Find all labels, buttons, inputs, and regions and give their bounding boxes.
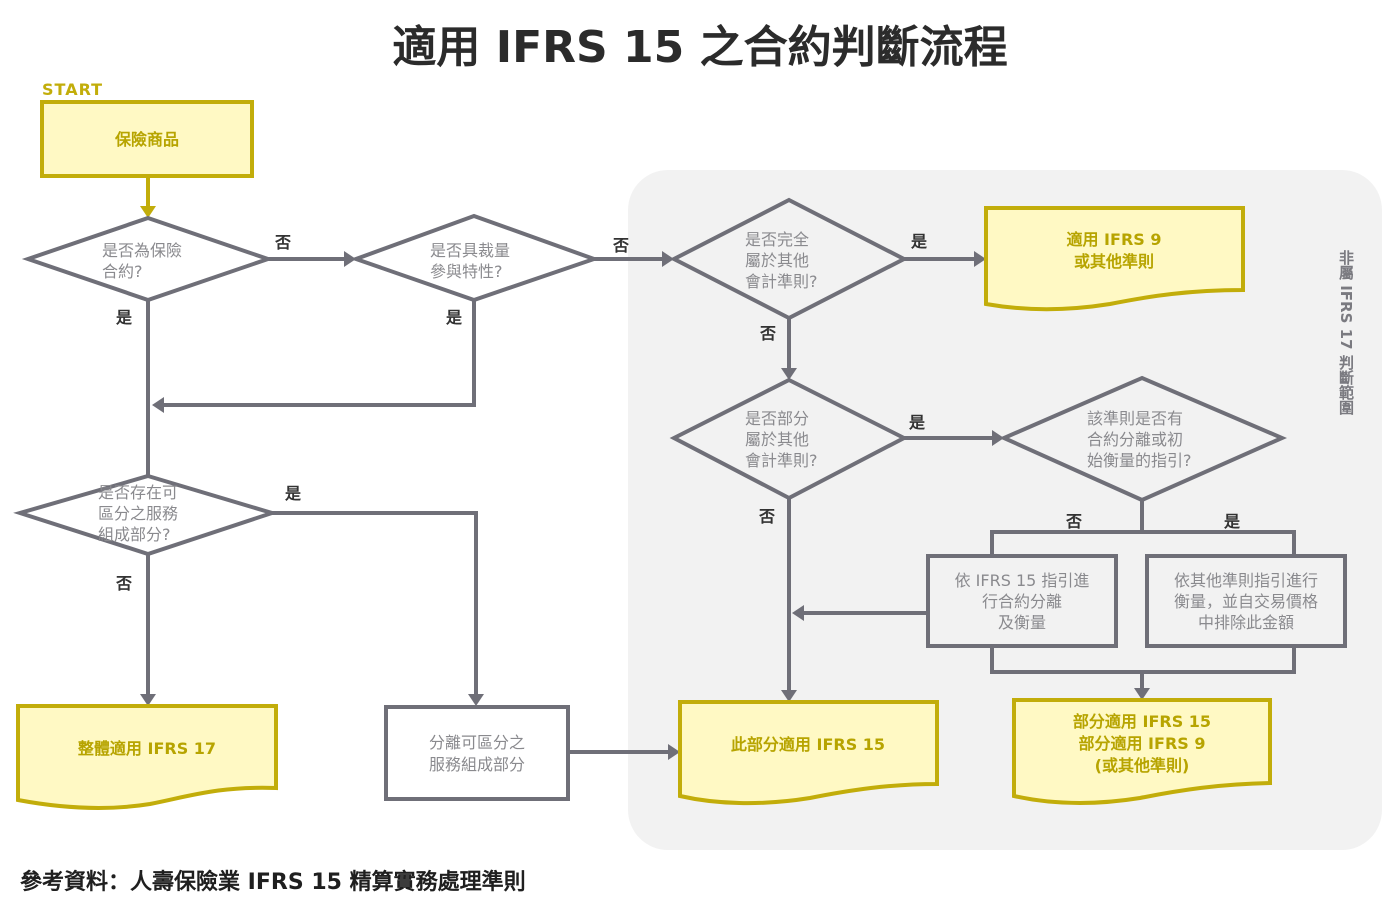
result-mixed bbox=[1012, 698, 1272, 806]
arrow-head bbox=[1134, 688, 1150, 700]
arrow-head bbox=[662, 251, 674, 267]
arrow-head bbox=[781, 690, 797, 702]
result-ifrs9 bbox=[984, 206, 1245, 312]
arrow-head bbox=[344, 251, 356, 267]
decision-discretionary-line: 參與特性? bbox=[430, 262, 503, 281]
decision-discretionary bbox=[350, 213, 601, 303]
arrow-head bbox=[152, 397, 164, 413]
edge-label-insurance-yes: 是 bbox=[115, 308, 132, 327]
decision-guidance bbox=[999, 375, 1288, 503]
result-ifrs9-line: 或其他準則 bbox=[1074, 252, 1154, 271]
decision-fully-other bbox=[669, 197, 909, 321]
decision-guidance-line: 合約分離或初 bbox=[1087, 430, 1183, 449]
decision-discretionary-line: 是否具裁量 bbox=[430, 241, 510, 260]
decision-guidance-line: 始衡量的指引? bbox=[1087, 451, 1192, 470]
decision-distinct-line: 組成部分? bbox=[98, 525, 171, 544]
decision-distinct-line: 區分之服務 bbox=[98, 504, 178, 523]
edge-label-fully-yes: 是 bbox=[910, 232, 927, 251]
non-ifrs17-region bbox=[628, 170, 1382, 850]
start-label: START bbox=[42, 80, 103, 99]
process-ifrs15-line: 依 IFRS 15 指引進 bbox=[955, 571, 1090, 590]
decision-insurance-line: 是否為保險 bbox=[102, 241, 182, 260]
result-part-ifrs15-text: 此部分適用 IFRS 15 bbox=[731, 735, 885, 754]
result-mixed-line: 部分適用 IFRS 15 bbox=[1073, 712, 1211, 731]
arrow-head bbox=[974, 251, 986, 267]
process-other-measure bbox=[1145, 554, 1347, 648]
decision-partly-line: 會計準則? bbox=[745, 451, 818, 470]
result-ifrs17 bbox=[16, 704, 278, 810]
process-ifrs15-line: 行合約分離 bbox=[982, 592, 1062, 611]
decision-fully-line: 會計準則? bbox=[745, 272, 818, 291]
edge-label-insurance-no: 否 bbox=[274, 233, 291, 252]
result-mixed-line: 部分適用 IFRS 9 bbox=[1078, 734, 1205, 753]
process-ifrs15-separation bbox=[926, 554, 1118, 648]
arrow-head bbox=[781, 368, 797, 380]
decision-insurance bbox=[21, 215, 275, 303]
arrow-head bbox=[992, 430, 1004, 446]
decision-guidance-line: 該準則是否有 bbox=[1087, 409, 1183, 428]
result-mixed-line: (或其他準則) bbox=[1095, 756, 1190, 775]
arrow-head bbox=[792, 605, 804, 621]
edge-label-partly-no: 否 bbox=[758, 507, 775, 526]
connector bbox=[164, 300, 476, 407]
result-ifrs17-text: 整體適用 IFRS 17 bbox=[77, 739, 216, 758]
arrow-head bbox=[468, 694, 484, 706]
process-other-line: 依其他準則指引進行 bbox=[1174, 571, 1318, 590]
arrow-head bbox=[140, 206, 156, 218]
decision-partly-line: 是否部分 bbox=[745, 409, 809, 428]
decision-distinct bbox=[13, 473, 279, 557]
process-separate-line: 服務組成部分 bbox=[429, 755, 525, 774]
edge-label-discretionary-yes: 是 bbox=[445, 308, 462, 327]
decision-partly-other bbox=[669, 377, 909, 501]
start-box bbox=[40, 100, 254, 178]
decision-distinct-line: 是否存在可 bbox=[98, 483, 178, 502]
result-part-ifrs15 bbox=[678, 700, 939, 806]
edge-label-guidance-no: 否 bbox=[1065, 512, 1082, 531]
page-title: 適用 IFRS 15 之合約判斷流程 bbox=[392, 22, 1007, 73]
decision-fully-line: 屬於其他 bbox=[745, 251, 809, 270]
arrow-head bbox=[140, 694, 156, 706]
start-box-text: 保險商品 bbox=[114, 130, 179, 149]
edge-label-partly-yes: 是 bbox=[908, 413, 925, 432]
edge-label-guidance-yes: 是 bbox=[1223, 512, 1240, 531]
process-separate-line: 分離可區分之 bbox=[429, 733, 525, 752]
region-label: 非屬 IFRS 17 判斷範圍 bbox=[1337, 249, 1355, 416]
process-separate bbox=[384, 705, 570, 801]
decision-insurance-line: 合約? bbox=[102, 262, 143, 281]
edge-label-distinct-no: 否 bbox=[115, 574, 132, 593]
edge-label-discretionary-no: 否 bbox=[612, 236, 629, 255]
edge-label-distinct-yes: 是 bbox=[284, 484, 301, 503]
arrow-head bbox=[668, 744, 680, 760]
connector bbox=[272, 511, 478, 694]
source-note: 參考資料：人壽保險業 IFRS 15 精算實務處理準則 bbox=[20, 869, 526, 895]
edge-label-fully-no: 否 bbox=[759, 324, 776, 343]
process-other-line: 中排除此金額 bbox=[1198, 613, 1294, 632]
result-ifrs9-line: 適用 IFRS 9 bbox=[1066, 230, 1161, 249]
process-ifrs15-line: 及衡量 bbox=[998, 613, 1046, 632]
connector bbox=[990, 530, 1296, 556]
decision-fully-line: 是否完全 bbox=[745, 230, 809, 249]
process-other-line: 衡量，並自交易價格 bbox=[1174, 592, 1318, 611]
decision-partly-line: 屬於其他 bbox=[745, 430, 809, 449]
